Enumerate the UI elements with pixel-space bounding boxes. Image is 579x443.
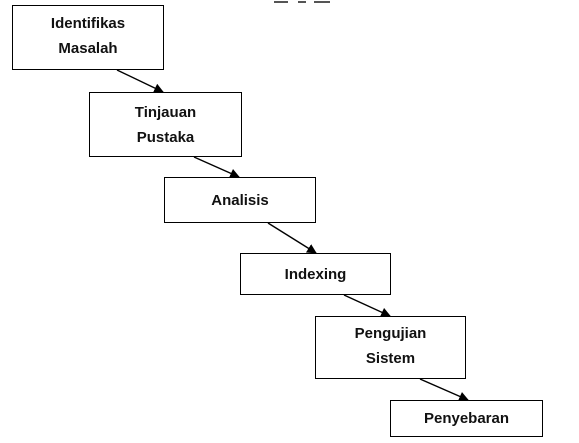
cropped-top-text-fragment — [268, 0, 348, 3]
step-label: Tinjauan Pustaka — [134, 103, 197, 146]
step-indexing: Indexing — [240, 253, 391, 295]
arrow-pengujian-to-penyebaran — [419, 378, 469, 401]
arrow-tinjauan-to-analisis — [193, 156, 240, 178]
step-label: Analisis — [211, 191, 269, 209]
arrow-indexing-to-pengujian — [343, 294, 391, 317]
step-penyebaran: Penyebaran — [390, 400, 543, 437]
step-identifikasi-masalah: Identifikas Masalah — [12, 5, 164, 70]
step-label: Pengujian Sistem — [354, 324, 427, 367]
step-label: Identifikas Masalah — [50, 14, 126, 57]
arrow-analisis-to-indexing — [267, 222, 317, 254]
step-label: Indexing — [284, 265, 347, 283]
step-analisis: Analisis — [164, 177, 316, 223]
arrow-identifikasi-to-tinjauan — [116, 69, 164, 93]
step-tinjauan-pustaka: Tinjauan Pustaka — [89, 92, 242, 157]
step-pengujian-sistem: Pengujian Sistem — [315, 316, 466, 379]
step-label: Penyebaran — [423, 410, 510, 427]
